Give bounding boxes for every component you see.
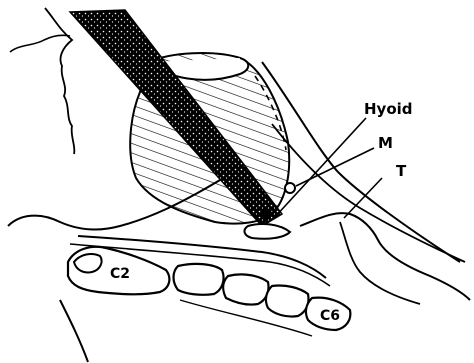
- spinal-canal-line: [60, 300, 88, 362]
- label-c6: C6: [320, 308, 340, 324]
- vertebra-c4: [223, 274, 268, 304]
- vertebra-c2-dens: [74, 254, 102, 273]
- label-hyoid: Hyoid: [364, 100, 413, 118]
- target-dot: [260, 208, 272, 220]
- label-c2: C2: [110, 266, 130, 282]
- vertebra-c3: [174, 264, 224, 295]
- label-m: M: [378, 134, 393, 152]
- cranial-outline: [45, 8, 74, 154]
- larynx-outline: [300, 213, 470, 300]
- label-t: T: [396, 162, 407, 180]
- hyoid-bone: [245, 224, 290, 239]
- vertebra-c5: [266, 285, 309, 316]
- posterior-wall: [262, 62, 460, 262]
- cranial-outline-branch: [10, 35, 70, 52]
- leader-m: [296, 148, 374, 186]
- marker-m: [285, 183, 295, 193]
